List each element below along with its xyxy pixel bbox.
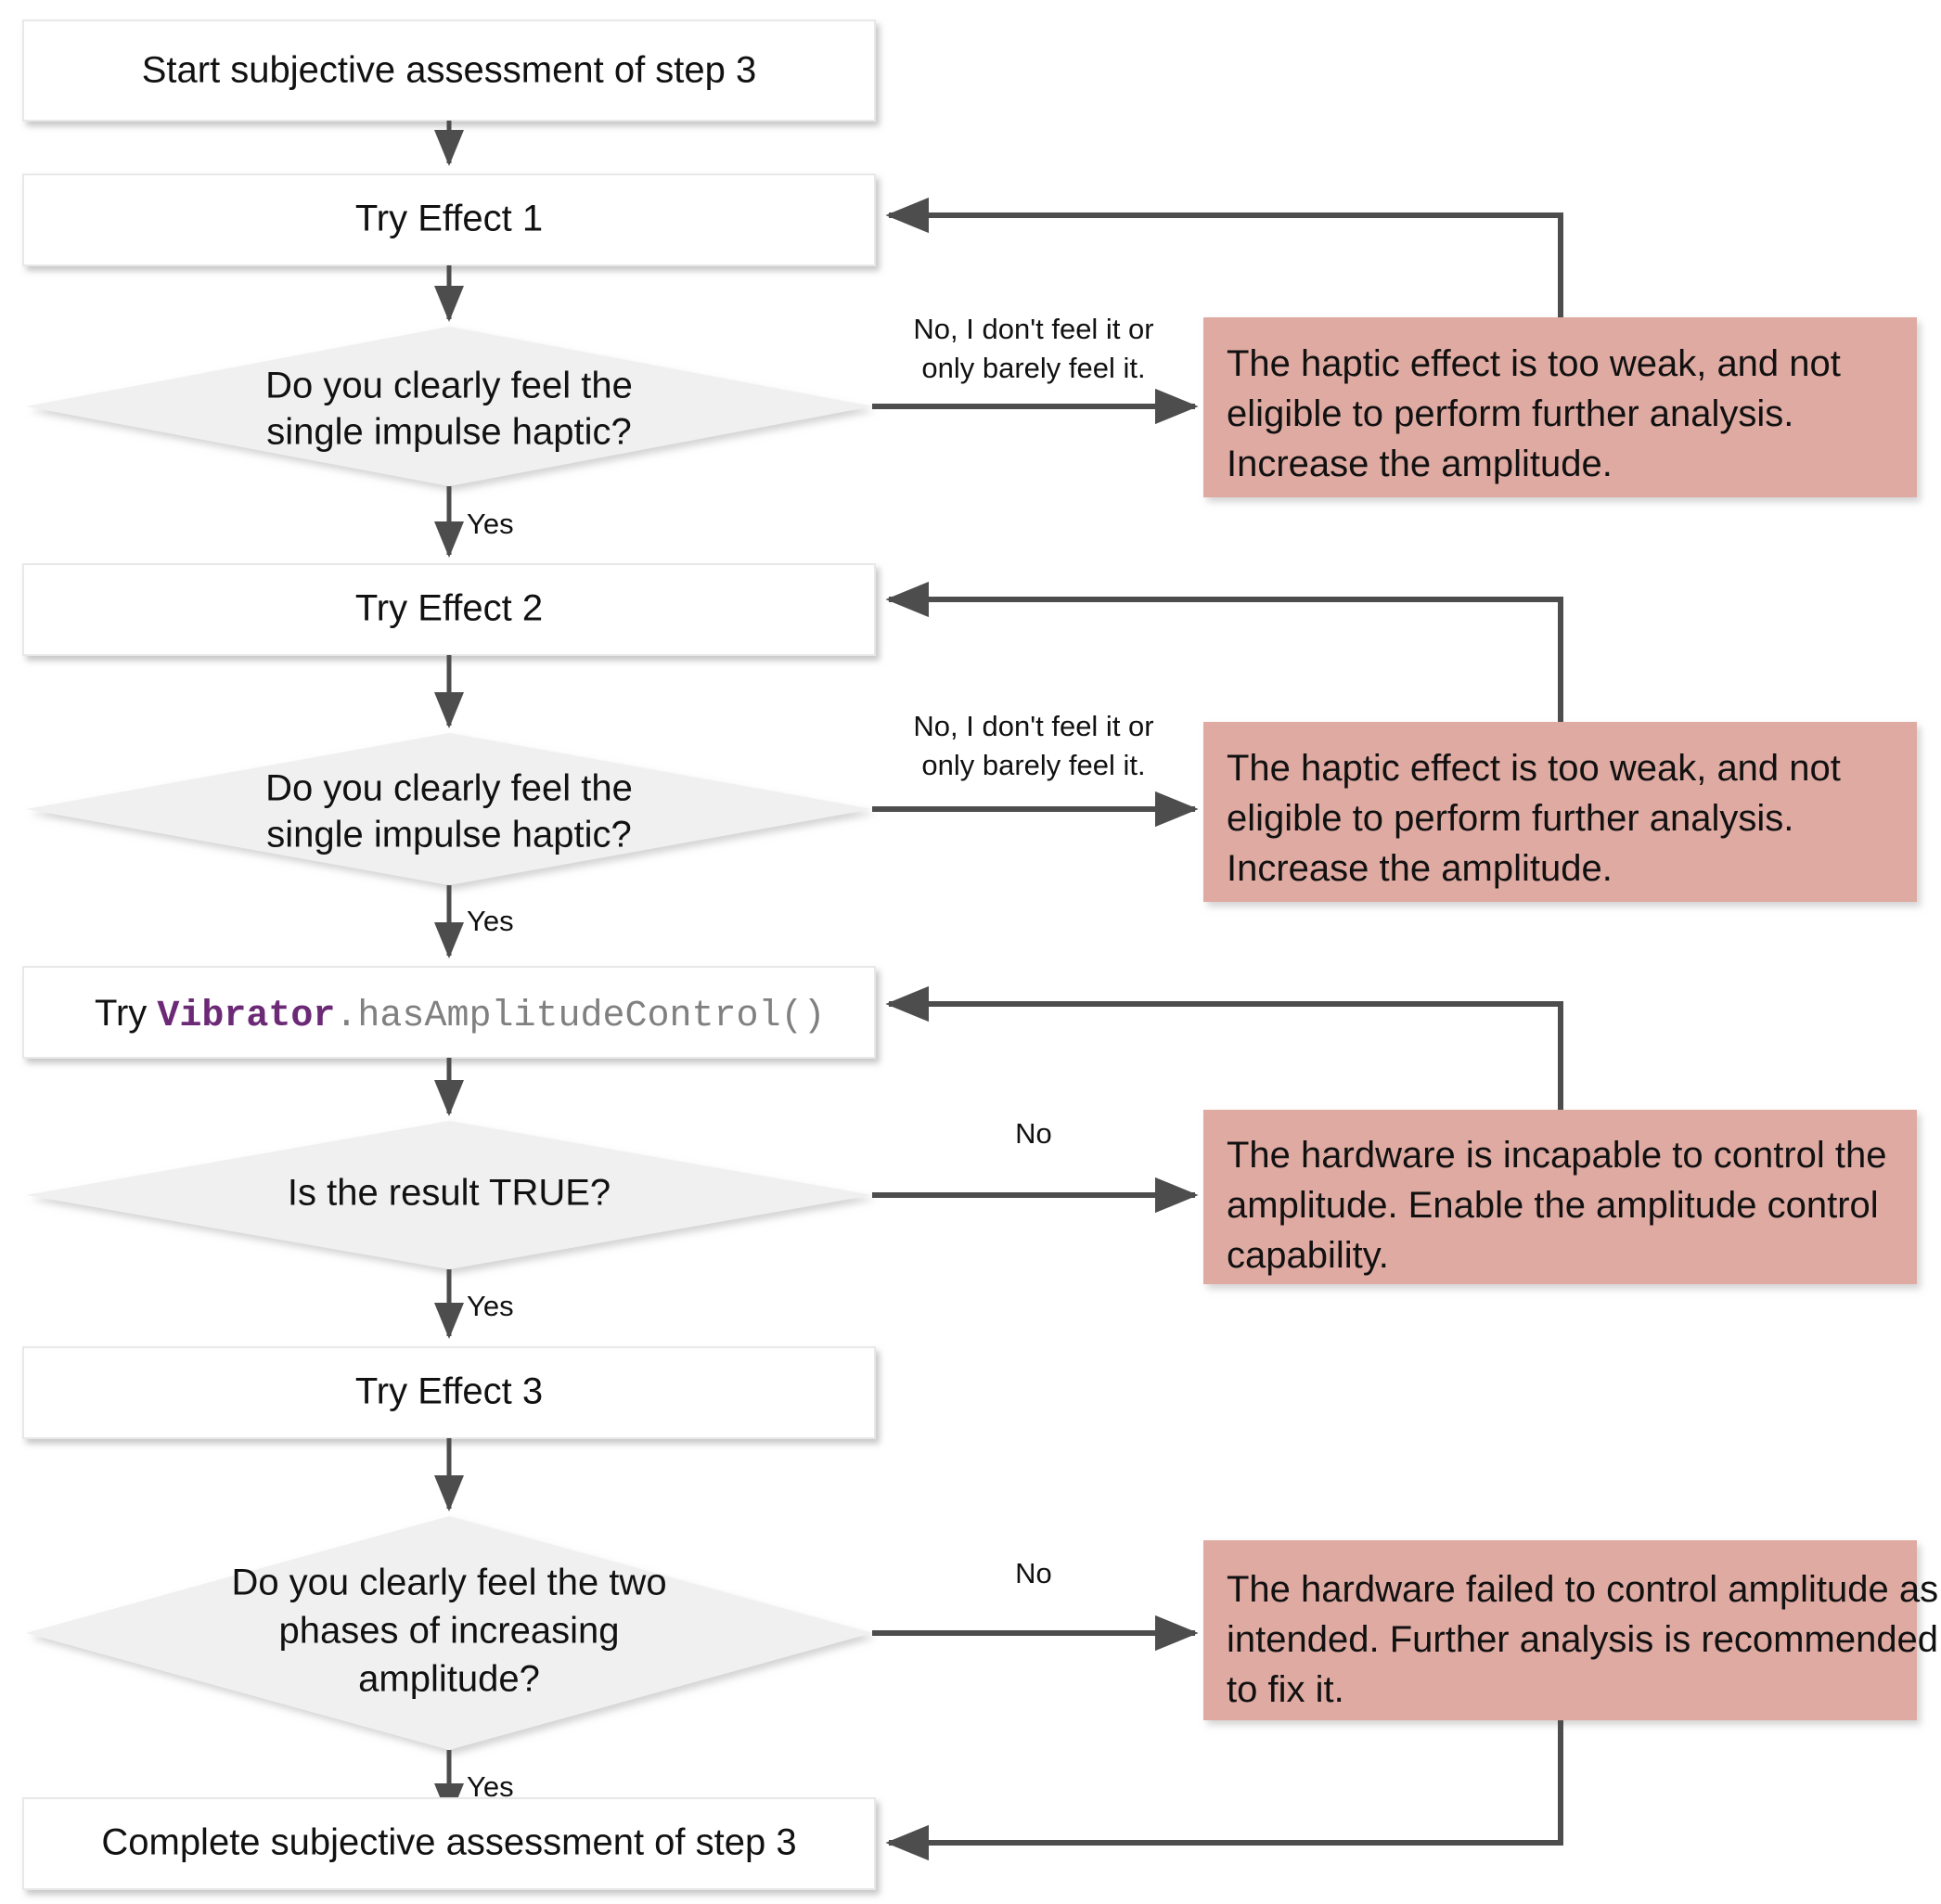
node-alert-3-line3: capability. xyxy=(1227,1235,1389,1276)
node-decision-2[interactable]: Do you clearly feel the single impulse h… xyxy=(26,733,872,885)
edge-alert3-feedback xyxy=(885,985,1563,1110)
node-alert-2-line2: eligible to perform further analysis. xyxy=(1227,798,1793,839)
node-alert-1: The haptic effect is too weak, and not e… xyxy=(1203,317,1917,497)
node-try-effect-1[interactable]: Try Effect 1 xyxy=(22,174,876,266)
node-alert-2: The haptic effect is too weak, and not e… xyxy=(1203,722,1917,902)
node-decision-3[interactable]: Is the result TRUE? xyxy=(26,1121,872,1269)
edge-label-decision2-no-line2: only barely feel it. xyxy=(921,749,1145,781)
edge-label-decision1-no-line1: No, I don't feel it or xyxy=(913,313,1153,345)
node-decision-1-line1: Do you clearly feel the xyxy=(265,366,633,406)
node-try-amplitude-control[interactable]: Try Vibrator.hasAmplitudeControl() xyxy=(22,966,876,1059)
node-alert-4-line1: The hardware failed to control amplitude… xyxy=(1227,1569,1938,1610)
node-alert-3-line1: The hardware is incapable to control the xyxy=(1227,1135,1887,1176)
node-decision-4-line1: Do you clearly feel the two xyxy=(231,1563,666,1603)
node-try-effect-3-label: Try Effect 3 xyxy=(355,1371,543,1412)
node-complete-label: Complete subjective assessment of step 3 xyxy=(101,1822,796,1863)
node-decision-1-line2: single impulse haptic? xyxy=(266,412,632,453)
node-decision-2-line2: single impulse haptic? xyxy=(266,815,632,856)
node-alert-2-line1: The haptic effect is too weak, and not xyxy=(1227,748,1841,789)
edge-label-decision1-yes: Yes xyxy=(467,508,514,540)
node-alert-4: The hardware failed to control amplitude… xyxy=(1203,1540,1938,1720)
node-alert-1-line1: The haptic effect is too weak, and not xyxy=(1227,343,1841,384)
node-alert-4-line2: intended. Further analysis is recommende… xyxy=(1227,1619,1938,1660)
node-try-effect-1-label: Try Effect 1 xyxy=(355,199,543,239)
edge-label-decision1-no-line2: only barely feel it. xyxy=(921,352,1145,384)
edge-label-decision2-no-line1: No, I don't feel it or xyxy=(913,710,1153,742)
node-decision-3-line1: Is the result TRUE? xyxy=(288,1173,611,1214)
node-start-label: Start subjective assessment of step 3 xyxy=(142,50,757,91)
edge-alert1-feedback xyxy=(885,197,1563,317)
edge-label-decision4-no: No xyxy=(1015,1557,1052,1589)
node-alert-4-line3: to fix it. xyxy=(1227,1669,1344,1710)
node-decision-4-line3: amplitude? xyxy=(358,1659,540,1700)
node-alert-3: The hardware is incapable to control the… xyxy=(1203,1110,1917,1284)
node-amplitude-class: Vibrator xyxy=(157,996,335,1037)
edge-alert2-feedback xyxy=(885,581,1563,722)
node-decision-4-line2: phases of increasing xyxy=(279,1611,620,1652)
edge-alert4-to-complete xyxy=(885,1720,1563,1861)
node-complete[interactable]: Complete subjective assessment of step 3 xyxy=(22,1797,876,1890)
node-alert-1-line2: eligible to perform further analysis. xyxy=(1227,393,1793,434)
edge-label-decision3-yes: Yes xyxy=(467,1290,514,1322)
node-alert-1-line3: Increase the amplitude. xyxy=(1227,444,1613,484)
node-start[interactable]: Start subjective assessment of step 3 xyxy=(22,19,876,122)
node-alert-3-line2: amplitude. Enable the amplitude control xyxy=(1227,1185,1879,1226)
edge-label-decision3-no: No xyxy=(1015,1117,1052,1150)
edge-label-decision2-yes: Yes xyxy=(467,905,514,937)
node-try-effect-2-label: Try Effect 2 xyxy=(355,588,543,629)
node-decision-4[interactable]: Do you clearly feel the two phases of in… xyxy=(26,1516,872,1750)
node-decision-1[interactable]: Do you clearly feel the single impulse h… xyxy=(26,327,872,486)
node-alert-2-line3: Increase the amplitude. xyxy=(1227,848,1613,889)
node-decision-2-line1: Do you clearly feel the xyxy=(265,768,633,809)
svg-text:Try Vibrator.hasAmplitudeContr: Try Vibrator.hasAmplitudeControl() xyxy=(95,993,826,1037)
node-try-effect-3[interactable]: Try Effect 3 xyxy=(22,1346,876,1439)
node-amplitude-method: .hasAmplitudeControl() xyxy=(335,996,825,1037)
node-amplitude-prefix: Try xyxy=(95,993,157,1034)
node-try-effect-2[interactable]: Try Effect 2 xyxy=(22,563,876,656)
